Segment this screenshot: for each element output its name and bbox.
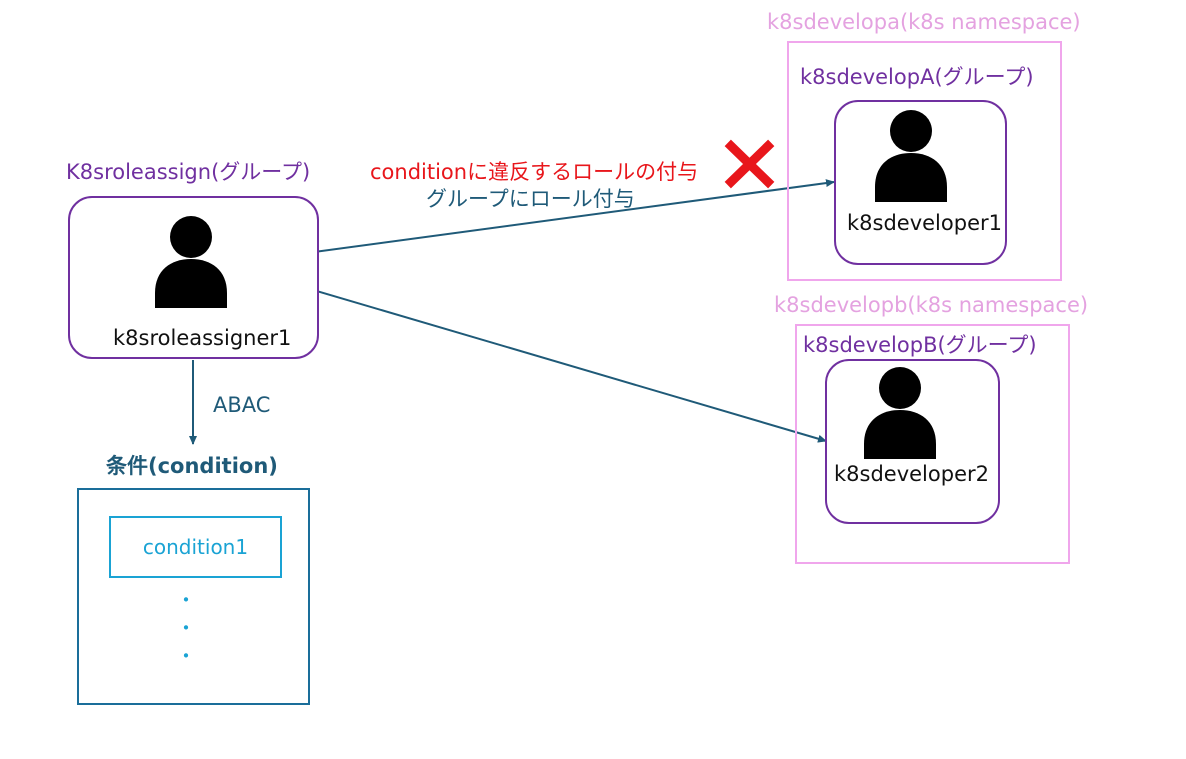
namespace-b-box (795, 324, 1070, 564)
condition-item-box (109, 516, 282, 578)
violation-label: conditionに違反するロールの付与 (370, 160, 699, 184)
left-group-title: K8sroleassign(グループ) (66, 160, 311, 184)
namespace-b-title: k8sdevelopb(k8s namespace) (774, 293, 1089, 317)
conditions-box (77, 488, 310, 705)
condition-dot: ・ (176, 644, 196, 668)
arrow-to-k8sdeveloper2 (224, 263, 827, 443)
group-a-title: k8sdevelopA(グループ) (800, 65, 1034, 89)
person-icon (864, 367, 936, 459)
user-name-k8sroleassigner1: k8sroleassigner1 (113, 326, 292, 350)
user-name-k8sdeveloper2: k8sdeveloper2 (834, 462, 989, 486)
condition-dot: ・ (176, 588, 196, 612)
conditions-title: 条件(condition) (106, 454, 278, 478)
namespace-a-box (787, 41, 1062, 281)
assign-label: グループにロール付与 (426, 187, 635, 211)
person-icon (155, 216, 227, 308)
person-icon (875, 110, 947, 202)
group-b-title: k8sdevelopB(グループ) (803, 333, 1037, 357)
user-name-k8sdeveloper1: k8sdeveloper1 (847, 211, 1002, 235)
condition-dot: ・ (176, 616, 196, 640)
cross-icon (724, 139, 775, 189)
arrow-to-k8sdeveloper1 (224, 179, 835, 265)
abac-label: ABAC (213, 393, 271, 417)
namespace-a-title: k8sdevelopa(k8s namespace) (767, 10, 1081, 34)
condition-item-label: condition1 (142, 535, 249, 559)
